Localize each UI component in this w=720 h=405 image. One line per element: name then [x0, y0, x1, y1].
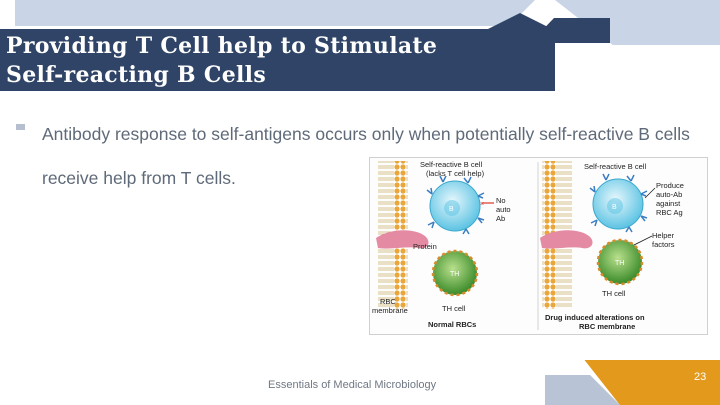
th-cell-left [431, 249, 479, 297]
right-caption-line-2: RBC membrane [579, 322, 635, 331]
produce-arrow [644, 187, 656, 199]
page-number: 23 [694, 371, 707, 383]
right-caption-line-1: Drug induced alterations on [545, 313, 645, 322]
left-panel: Self-reactive B cell (lacks T cell help)… [372, 160, 511, 329]
figure-immune-diagram: Self-reactive B cell (lacks T cell help)… [369, 157, 708, 335]
protein-label: Protein [413, 242, 437, 251]
produce-line-4: RBC Ag [656, 208, 683, 217]
th-cell-caption-left: TH cell [442, 304, 466, 313]
b-cell-nucleus-right [607, 198, 623, 214]
receptors-right [589, 173, 648, 233]
no-ab-line-2: auto [496, 205, 511, 214]
th-cell-label-left: TH [450, 271, 459, 278]
rbc-label-line-1: RBC [380, 297, 396, 306]
slide-title: Providing T Cell help to Stimulate Self-… [6, 32, 551, 90]
th-cell-caption-right: TH cell [602, 289, 626, 298]
produce-line-1: Produce [656, 181, 684, 190]
b-cell-label-right: B [612, 204, 617, 211]
diagram-svg: Self-reactive B cell (lacks T cell help)… [372, 160, 684, 331]
bullet-text: Antibody response to self-antigens occur… [42, 124, 690, 188]
receptors-left [426, 175, 485, 235]
left-caption: Normal RBCs [428, 320, 476, 329]
slide-title-line-2: Self-reacting B Cells [6, 62, 267, 88]
produce-line-3: against [656, 199, 681, 208]
produce-line-2: auto-Ab [656, 190, 682, 199]
header-decoration-light [15, 0, 535, 26]
rbc-label-line-2: membrane [372, 306, 408, 315]
title-bar-notch [480, 13, 560, 33]
th-cell-right [596, 238, 644, 286]
b-cell-label-left: B [449, 206, 454, 213]
helper-line-2: factors [652, 240, 675, 249]
title-bar [0, 29, 555, 91]
left-header-line-2: (lacks T cell help) [426, 169, 485, 178]
b-cell-nucleus-left [444, 200, 460, 216]
protein-left [376, 230, 429, 249]
th-cell-label-right: TH [615, 260, 624, 267]
right-panel: Self-reactive B cell B Produce auto-Ab a… [540, 161, 684, 331]
slide-title-line-1: Providing T Cell help to Stimulate [6, 33, 438, 59]
bullet-marker [16, 124, 25, 130]
no-ab-line-1: No [496, 196, 506, 205]
no-ab-line-3: Ab [496, 214, 505, 223]
block-x-left: × [480, 201, 484, 208]
left-header-line-1: Self-reactive B cell [420, 160, 482, 169]
protein-right [540, 230, 593, 249]
right-header: Self-reactive B cell [584, 162, 646, 171]
helper-line-1: Helper [652, 231, 675, 240]
footer-text: Essentials of Medical Microbiology [268, 379, 437, 391]
